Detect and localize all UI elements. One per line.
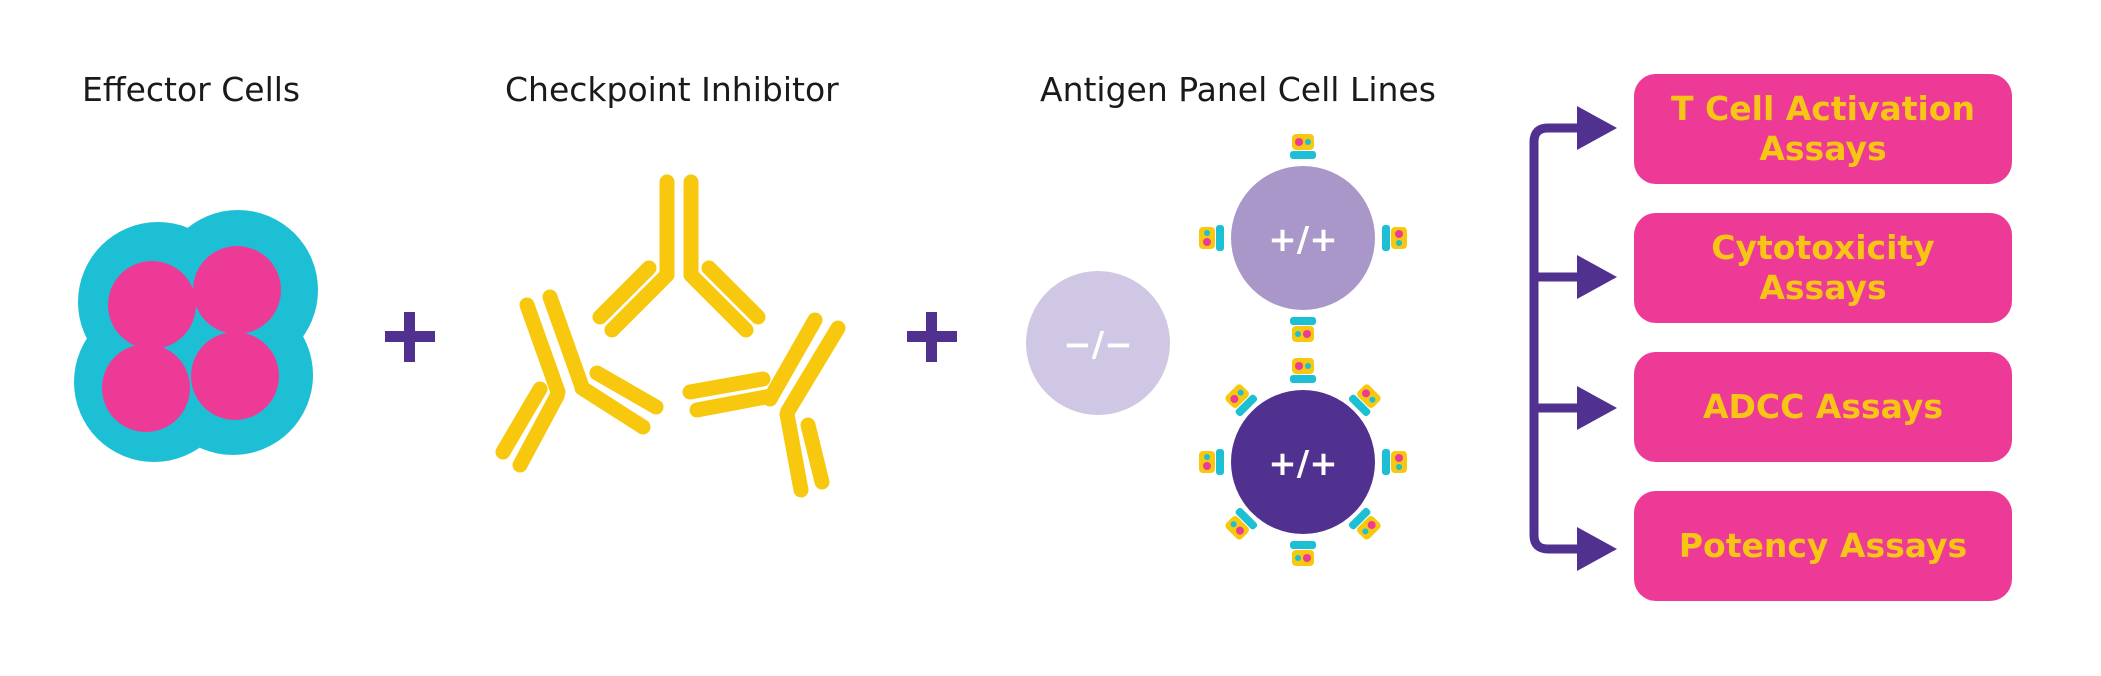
checkpoint-inhibitor-antibodies-icon xyxy=(495,174,846,498)
effector-cells-heading: Effector Cells xyxy=(82,70,301,109)
adcc-assays-box: ADCC Assays xyxy=(1634,352,2012,462)
antibody-left xyxy=(495,289,664,473)
potency-assays-label: Potency Assays xyxy=(1678,526,1968,565)
antigen-negative-cell xyxy=(1026,271,1170,415)
antibody-right xyxy=(682,312,846,498)
checkpoint-inhibitor-heading: Checkpoint Inhibitor xyxy=(505,70,839,109)
arrow-to-t-cell-icon xyxy=(1577,106,1617,150)
positive-lower-cell-label: +/+ xyxy=(1268,444,1337,484)
plus-sign-1 xyxy=(385,312,435,362)
negative-cell-label: −/− xyxy=(1063,325,1132,365)
t-cell-activation-assays-box: T Cell Activation Assays xyxy=(1634,74,2012,184)
plus-sign-2 xyxy=(907,312,957,362)
arrow-to-adcc-icon xyxy=(1577,386,1617,430)
antigen-positive-cell-upper xyxy=(1231,166,1375,310)
cytotoxicity-assays-box: Cytotoxicity Assays xyxy=(1634,213,2012,323)
arrow-to-potency-icon xyxy=(1577,527,1617,571)
effector-cells-icon xyxy=(74,210,318,462)
adcc-assays-label: ADCC Assays xyxy=(1702,387,1944,426)
branching-arrows xyxy=(1529,106,1617,571)
potency-assays-box: Potency Assays xyxy=(1634,491,2012,601)
antigen-panel-heading: Antigen Panel Cell Lines xyxy=(1040,70,1436,109)
arrow-to-cytotoxicity-icon xyxy=(1577,255,1617,299)
cytotoxicity-assays-label: Cytotoxicity Assays xyxy=(1711,228,1935,307)
t-cell-activation-assays-label: T Cell Activation Assays xyxy=(1671,89,1975,168)
antibody-top xyxy=(592,174,766,338)
antigen-positive-cell-lower xyxy=(1231,390,1375,534)
positive-upper-cell-label: +/+ xyxy=(1268,220,1337,260)
